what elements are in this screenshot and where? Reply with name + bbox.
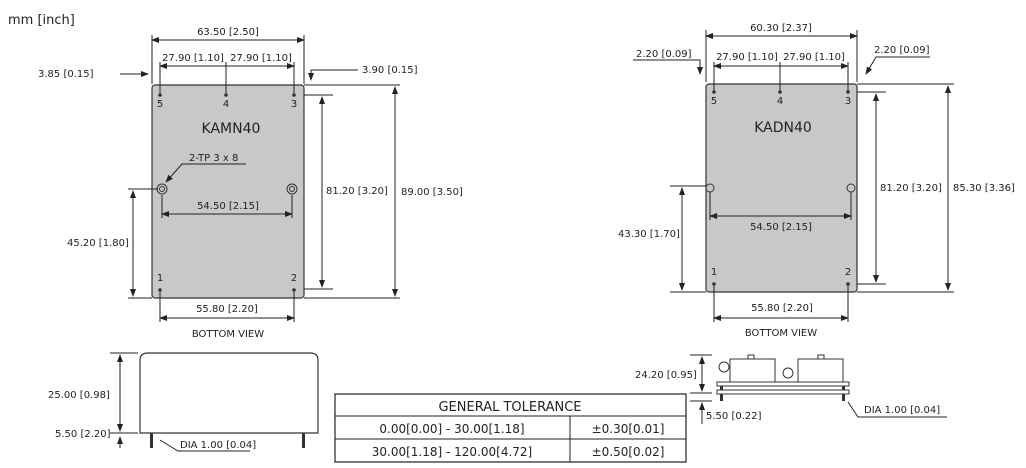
pin-3: 3 — [291, 99, 297, 110]
tp-label: 2-TP 3 x 8 — [189, 153, 238, 164]
side-pin-dia: DIA 1.00 [0.04] — [864, 405, 940, 416]
kamn40-bottom-view: 63.50 [2.50] 27.90 [1.10] 27.90 [1.10] 3… — [38, 27, 463, 340]
width-total: 63.50 [2.50] — [197, 27, 259, 38]
side-pin-dia: DIA 1.00 [0.04] — [180, 440, 256, 451]
pin-3: 3 — [845, 96, 851, 107]
pin-4: 4 — [223, 99, 229, 110]
pin-span-horizontal: 55.80 [2.20] — [751, 303, 813, 314]
pitch-a: 27.90 [1.10] — [716, 52, 778, 63]
range-2: 30.00[1.18] - 120.00[4.72] — [372, 445, 532, 459]
pin-2: 2 — [291, 273, 297, 284]
side-height: 24.20 [0.95] — [635, 370, 697, 381]
tp-height: 45.20 [1.80] — [67, 238, 129, 249]
kadn40-side-view: 24.20 [0.95] 5.50 [0.22] DIA 1.00 [0.04] — [635, 354, 947, 424]
pitch-b: 27.90 [1.10] — [783, 52, 845, 63]
pin-5: 5 — [711, 96, 717, 107]
pin-span-vertical: 81.20 [3.20] — [880, 183, 942, 194]
side-height: 25.00 [0.98] — [48, 390, 110, 401]
table-title: GENERAL TOLERANCE — [438, 400, 581, 415]
offset-right: 2.20 [0.09] — [874, 45, 930, 56]
tp-spacing: 54.50 [2.15] — [750, 222, 812, 233]
model-name: KADN40 — [754, 120, 812, 136]
tp-spacing: 54.50 [2.15] — [197, 201, 259, 212]
module-outline — [151, 84, 305, 299]
pin-span-vertical: 81.20 [3.20] — [326, 186, 388, 197]
width-total: 60.30 [2.37] — [750, 23, 812, 34]
kadn40-bottom-view: 60.30 [2.37] 27.90 [1.10] 27.90 [1.10] 2… — [618, 23, 1015, 339]
height-total: 85.30 [3.36] — [953, 183, 1015, 194]
range-1: 0.00[0.00] - 30.00[1.18] — [379, 422, 524, 436]
pin-4: 4 — [777, 96, 783, 107]
tp-height: 43.30 [1.70] — [618, 229, 680, 240]
offset-left: 2.20 [0.09] — [636, 49, 692, 60]
pin-span-horizontal: 55.80 [2.20] — [196, 304, 258, 315]
pin-2: 2 — [845, 267, 851, 278]
side-pin-length: 5.50 [0.22] — [706, 411, 762, 422]
kamn40-side-view: 25.00 [0.98] 5.50 [2.20] DIA 1.00 [0.04] — [48, 352, 319, 452]
height-total: 89.00 [3.50] — [401, 187, 463, 198]
tol-2: ±0.50[0.02] — [592, 445, 665, 459]
side-pin-length: 5.50 [2.20] — [55, 429, 111, 440]
general-tolerance-table: GENERAL TOLERANCE 0.00[0.00] - 30.00[1.1… — [334, 393, 687, 463]
pin-5: 5 — [157, 99, 163, 110]
view-label: BOTTOM VIEW — [192, 329, 264, 340]
pin-1: 1 — [711, 267, 717, 278]
offset-left: 3.85 [0.15] — [38, 69, 94, 80]
pitch-a: 27.90 [1.10] — [162, 53, 224, 64]
offset-right: 3.90 [0.15] — [362, 65, 418, 76]
pitch-b: 27.90 [1.10] — [230, 53, 292, 64]
view-label: BOTTOM VIEW — [745, 328, 817, 339]
module-outline — [705, 83, 858, 293]
model-name: KAMN40 — [202, 121, 261, 137]
tol-1: ±0.30[0.01] — [592, 422, 665, 436]
units-label: mm [inch] — [8, 13, 75, 28]
pin-1: 1 — [157, 273, 163, 284]
